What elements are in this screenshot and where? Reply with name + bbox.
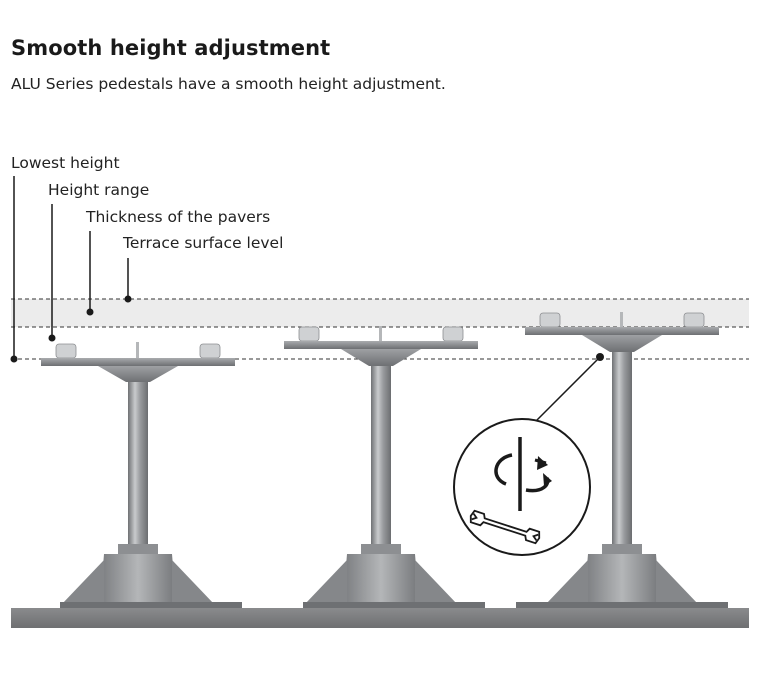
- rotation-arrow-head-bottom: [543, 473, 552, 486]
- pedestal-mid: [284, 326, 485, 608]
- rotation-arrow-head-top: [537, 456, 548, 470]
- label-terrace-level: Terrace surface level: [123, 234, 284, 252]
- leader-paver-thickness-dot: [86, 308, 94, 316]
- label-lowest-height: Lowest height: [11, 154, 120, 172]
- ground-slab: [11, 608, 749, 628]
- leader-height-range-dot: [48, 334, 56, 342]
- callout-leader: [526, 356, 601, 431]
- page-title: Smooth height adjustment: [11, 36, 331, 60]
- pedestal-low: [41, 342, 242, 608]
- leader-terrace-level-dot: [124, 295, 132, 303]
- page-subtitle: ALU Series pedestals have a smooth heigh…: [11, 75, 446, 93]
- label-paver-thickness: Thickness of the pavers: [86, 208, 271, 226]
- leader-lowest-height-dot: [10, 355, 18, 363]
- label-height-range: Height range: [48, 181, 150, 199]
- callout-leader-dot: [596, 353, 604, 361]
- paver-band: [11, 299, 749, 327]
- pedestal-high: [516, 312, 728, 608]
- wrench-icon: [469, 509, 541, 545]
